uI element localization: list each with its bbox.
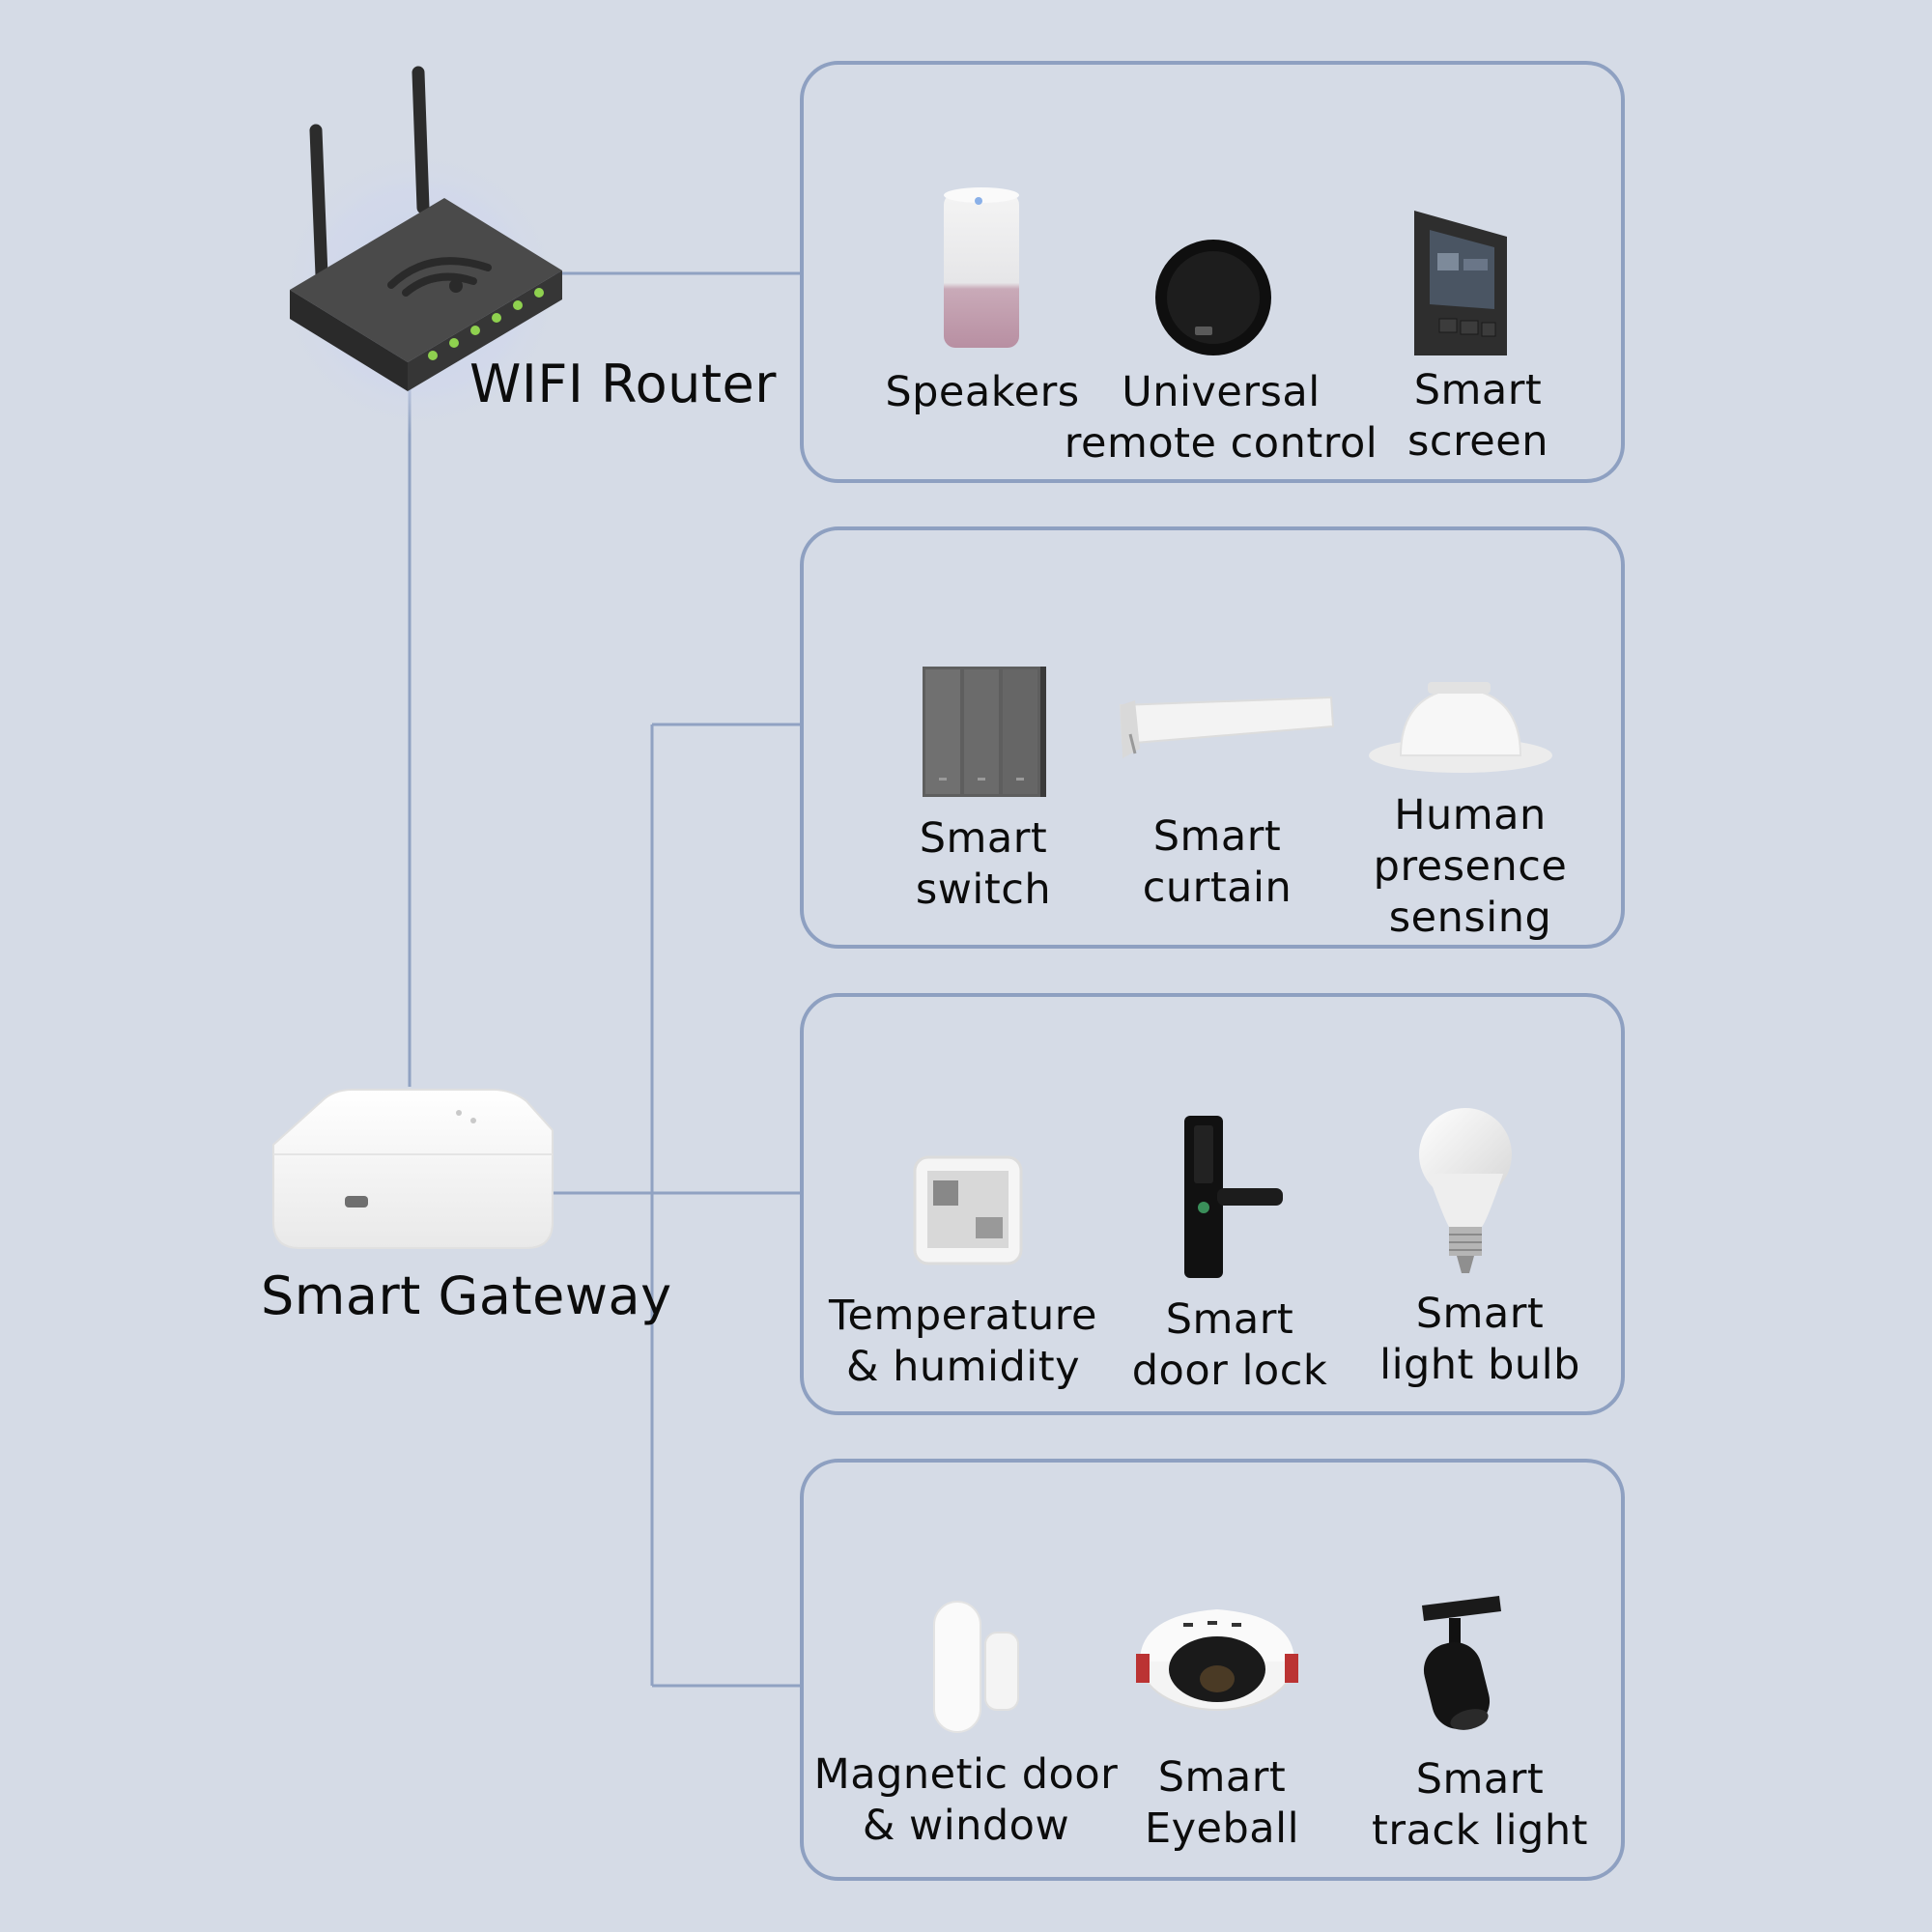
- wall-switch-icon: [923, 667, 1046, 797]
- door-window-sensor-icon: [933, 1601, 1019, 1733]
- speaker-icon: [944, 187, 1019, 348]
- curtain-motor-icon: [1119, 696, 1335, 758]
- remote-control-icon: [1155, 240, 1271, 355]
- device-label-smart-eyeball: Smart Eyeball: [1144, 1753, 1300, 1853]
- device-label-smart-door-lock: Smart door lock: [1131, 1295, 1328, 1395]
- door-lock-icon: [1184, 1116, 1283, 1278]
- connector-lines: [408, 271, 802, 1688]
- device-label-smart-screen: Smart screen: [1407, 366, 1548, 466]
- gateway-label: Smart Gateway: [261, 1265, 672, 1326]
- device-label-smart-switch: Smart switch: [915, 814, 1052, 914]
- device-label-universal-remote-control: Universal remote control: [1064, 368, 1378, 468]
- device-label-smart-light-bulb: Smart light bulb: [1379, 1290, 1580, 1389]
- presence-sensor-icon: [1369, 682, 1552, 773]
- light-bulb-icon: [1419, 1108, 1512, 1273]
- device-label-smart-track-light: Smart track light: [1372, 1755, 1588, 1855]
- thermo-hygrometer-icon: [913, 1155, 1023, 1265]
- track-light-icon: [1422, 1596, 1501, 1730]
- device-label-human-presence-sensing: Human presence sensing: [1373, 791, 1568, 942]
- router-label: WIFI Router: [469, 354, 777, 414]
- group-panel-4: [800, 1459, 1625, 1881]
- device-label-temperature-humidity: Temperature & humidity: [829, 1292, 1097, 1391]
- group-panel-2: [800, 526, 1625, 949]
- device-label-magnetic-door-window: Magnetic door & window: [813, 1750, 1119, 1850]
- smart-screen-icon: [1414, 211, 1507, 355]
- router-icon: [275, 66, 565, 435]
- group-panel-1: [800, 61, 1625, 483]
- group-panel-3: [800, 993, 1625, 1415]
- device-label-speakers: Speakers: [885, 368, 1080, 416]
- device-group-panels: [800, 61, 1625, 1881]
- gateway-icon: [272, 1089, 554, 1249]
- eyeball-downlight-icon: [1136, 1609, 1298, 1711]
- device-label-smart-curtain: Smart curtain: [1142, 812, 1293, 912]
